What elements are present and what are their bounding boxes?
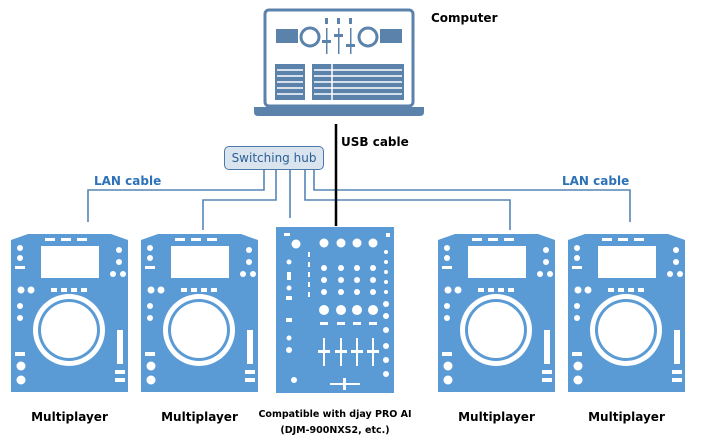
lan-cable-label-left: LAN cable [94,174,162,188]
switching-hub-label: Switching hub [231,151,317,165]
multiplayer-1-label: Multiplayer [31,410,108,424]
multiplayer-1-device [11,234,128,392]
multiplayer-2-device [141,234,258,392]
multiplayer-3-device [438,234,555,392]
lan-cable-label-right: LAN cable [562,174,630,188]
multiplayer-4-device [568,234,685,392]
computer-label: Computer [431,11,498,25]
switching-hub: Switching hub [224,146,324,170]
multiplayer-3-label: Multiplayer [458,410,535,424]
computer-icon [254,8,424,116]
lan-cables [87,170,631,230]
mixer-label-line1: Compatible with djay PRO AI [258,409,412,420]
multiplayer-4-label: Multiplayer [588,410,665,424]
mixer-device [276,227,394,393]
multiplayer-2-label: Multiplayer [161,410,238,424]
usb-cable-label: USB cable [341,135,409,149]
mixer-label-line2: (DJM-900NXS2, etc.) [280,425,390,436]
